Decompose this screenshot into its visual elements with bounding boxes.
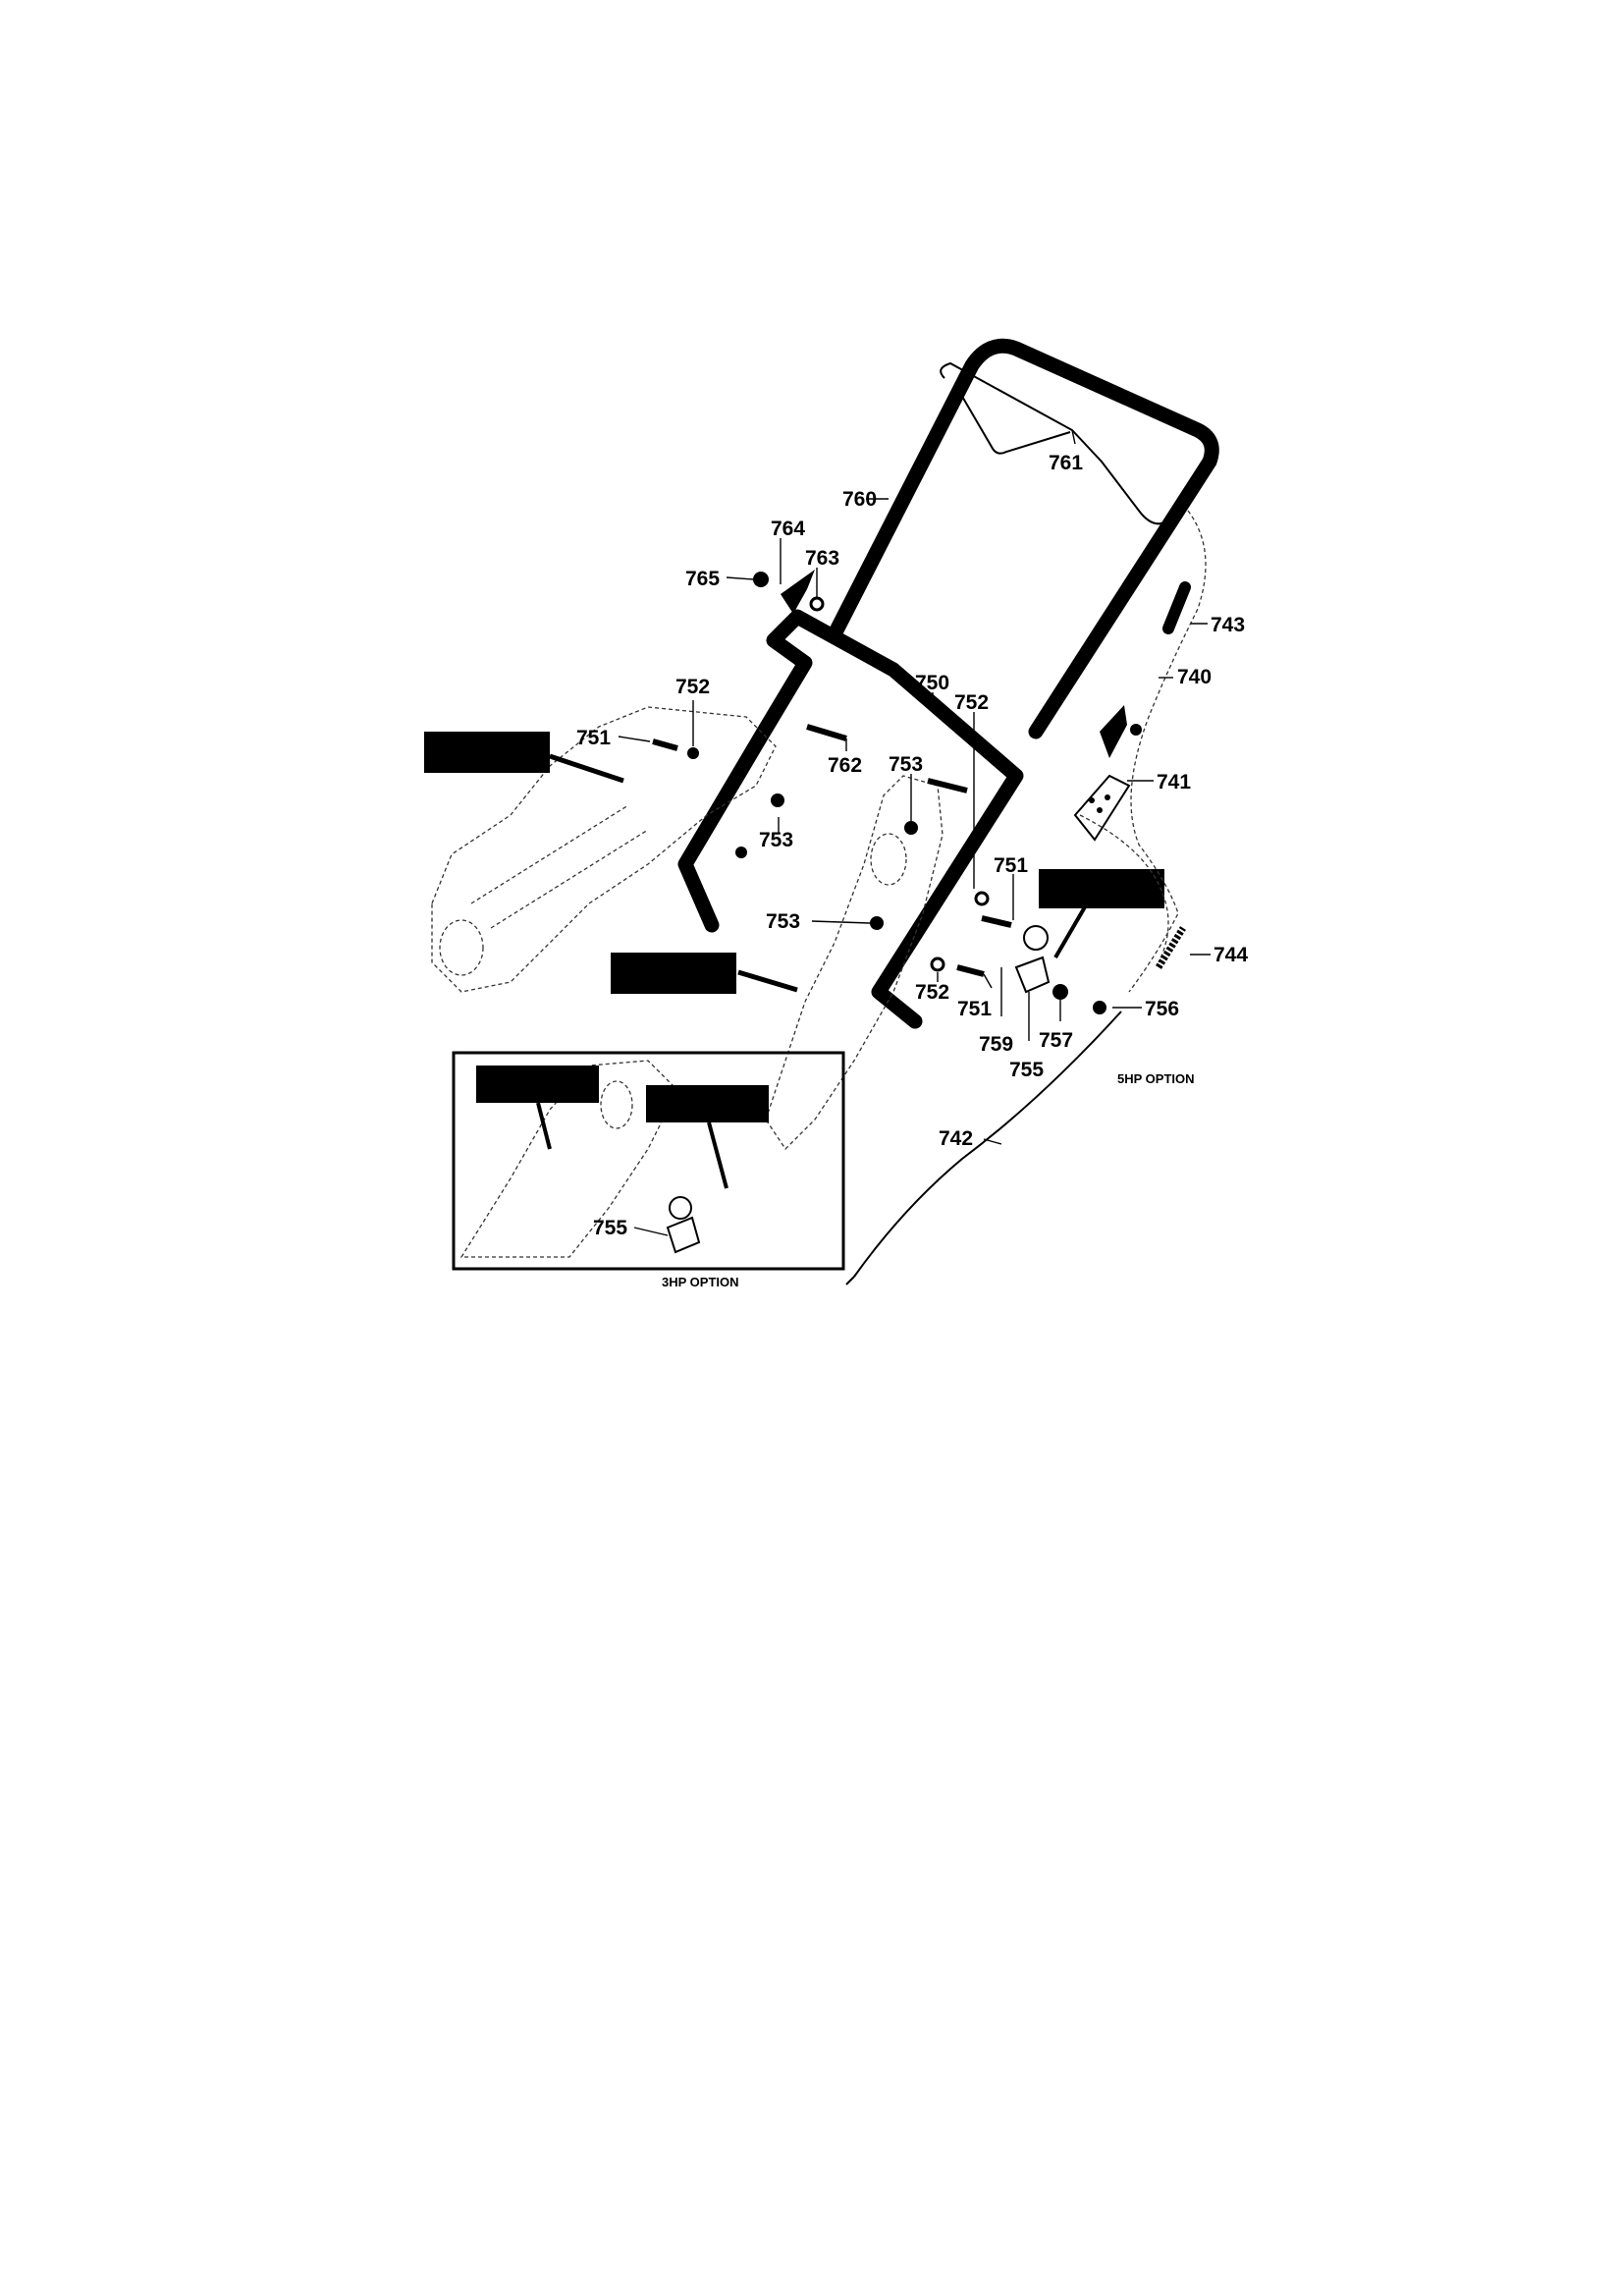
part-761: 761 xyxy=(1049,452,1083,474)
callout-box-1 xyxy=(424,732,550,773)
right-frame-plate xyxy=(765,775,944,1151)
washer-763 xyxy=(809,596,825,612)
bolt-751-right xyxy=(981,915,1012,928)
part-756: 756 xyxy=(1145,998,1179,1020)
lower-handle xyxy=(677,609,1024,1029)
inset-3hp-frame xyxy=(452,1051,845,1271)
frame-leader-bar xyxy=(737,969,798,993)
part-755-a: 755 xyxy=(1009,1059,1044,1081)
cable-routing xyxy=(1128,510,1207,993)
nut-753-lower xyxy=(735,847,747,858)
knob-right xyxy=(1100,705,1127,758)
nut-753-right xyxy=(870,916,884,930)
part-757: 757 xyxy=(1039,1029,1073,1052)
spring-744 xyxy=(1156,926,1186,969)
bolt-upper-right xyxy=(927,778,968,793)
spring-743 xyxy=(1162,581,1191,634)
left-plate-hole xyxy=(439,919,484,976)
bracket-759 xyxy=(1023,925,1049,951)
left-plate-slot xyxy=(470,804,629,904)
bolt-751-left xyxy=(652,738,678,751)
part-765: 765 xyxy=(685,568,720,590)
part-762: 762 xyxy=(828,754,862,777)
part-753-a: 753 xyxy=(889,753,923,776)
part-744: 744 xyxy=(1214,944,1248,966)
nut-757 xyxy=(1052,984,1068,1000)
spring-routing xyxy=(1079,814,1169,963)
part-742: 742 xyxy=(939,1127,973,1150)
part-751-c: 751 xyxy=(957,998,992,1020)
nut-753-left xyxy=(771,793,784,807)
part-759: 759 xyxy=(979,1033,1013,1056)
nut-752-left xyxy=(687,747,699,759)
part-764: 764 xyxy=(771,518,805,540)
part-752-c: 752 xyxy=(915,981,949,1004)
knob-765 xyxy=(753,572,769,587)
nut-753-mid xyxy=(904,821,918,835)
callout-box-2 xyxy=(611,953,736,994)
control-cable xyxy=(853,1011,1122,1278)
part-743: 743 xyxy=(1211,614,1245,636)
part-751-b: 751 xyxy=(994,854,1028,877)
inset-bracket-755 xyxy=(666,1216,701,1254)
inset-leader-2 xyxy=(707,1121,728,1189)
option-3hp-label: 3HP OPTION xyxy=(662,1275,739,1289)
control-bail-inner xyxy=(956,387,1071,455)
washer-752-right xyxy=(974,891,990,906)
bracket-741 xyxy=(1073,774,1131,842)
part-763: 763 xyxy=(805,547,839,570)
part-755-b: 755 xyxy=(593,1217,627,1239)
right-plate-hole xyxy=(870,833,907,886)
washer-752-low xyxy=(930,957,945,972)
part-741: 741 xyxy=(1157,771,1191,793)
left-frame-plate xyxy=(431,706,777,993)
callout-box-3 xyxy=(1039,869,1164,908)
frame-leader-bar-2 xyxy=(549,753,624,784)
cable-end xyxy=(845,1276,855,1285)
inset-bracket-759 xyxy=(669,1196,692,1220)
inset-plate-hole xyxy=(600,1080,633,1129)
inset-leader-1 xyxy=(536,1102,552,1150)
left-plate-slot-2 xyxy=(490,829,649,929)
part-750: 750 xyxy=(915,672,949,694)
bolt-751-low xyxy=(956,964,985,977)
part-740: 740 xyxy=(1177,666,1212,688)
inset-callout-1 xyxy=(476,1066,599,1103)
part-752-b: 752 xyxy=(954,691,989,714)
control-bail xyxy=(940,361,1179,525)
inset-callout-2 xyxy=(646,1085,769,1122)
part-752-a: 752 xyxy=(675,676,710,698)
option-5hp-label: 5HP OPTION xyxy=(1117,1071,1195,1086)
upper-handle xyxy=(829,338,1219,739)
nut-756 xyxy=(1093,1001,1106,1014)
knob-764 xyxy=(781,570,815,614)
inset-plate xyxy=(459,1060,678,1258)
part-753-b: 753 xyxy=(759,829,793,851)
bracket-755 xyxy=(1014,956,1051,994)
knob-right-nut xyxy=(1130,724,1142,736)
part-751-a: 751 xyxy=(576,727,611,749)
part-760: 760 xyxy=(842,488,877,511)
bolt-762 xyxy=(806,724,847,741)
part-753-c: 753 xyxy=(766,910,800,933)
